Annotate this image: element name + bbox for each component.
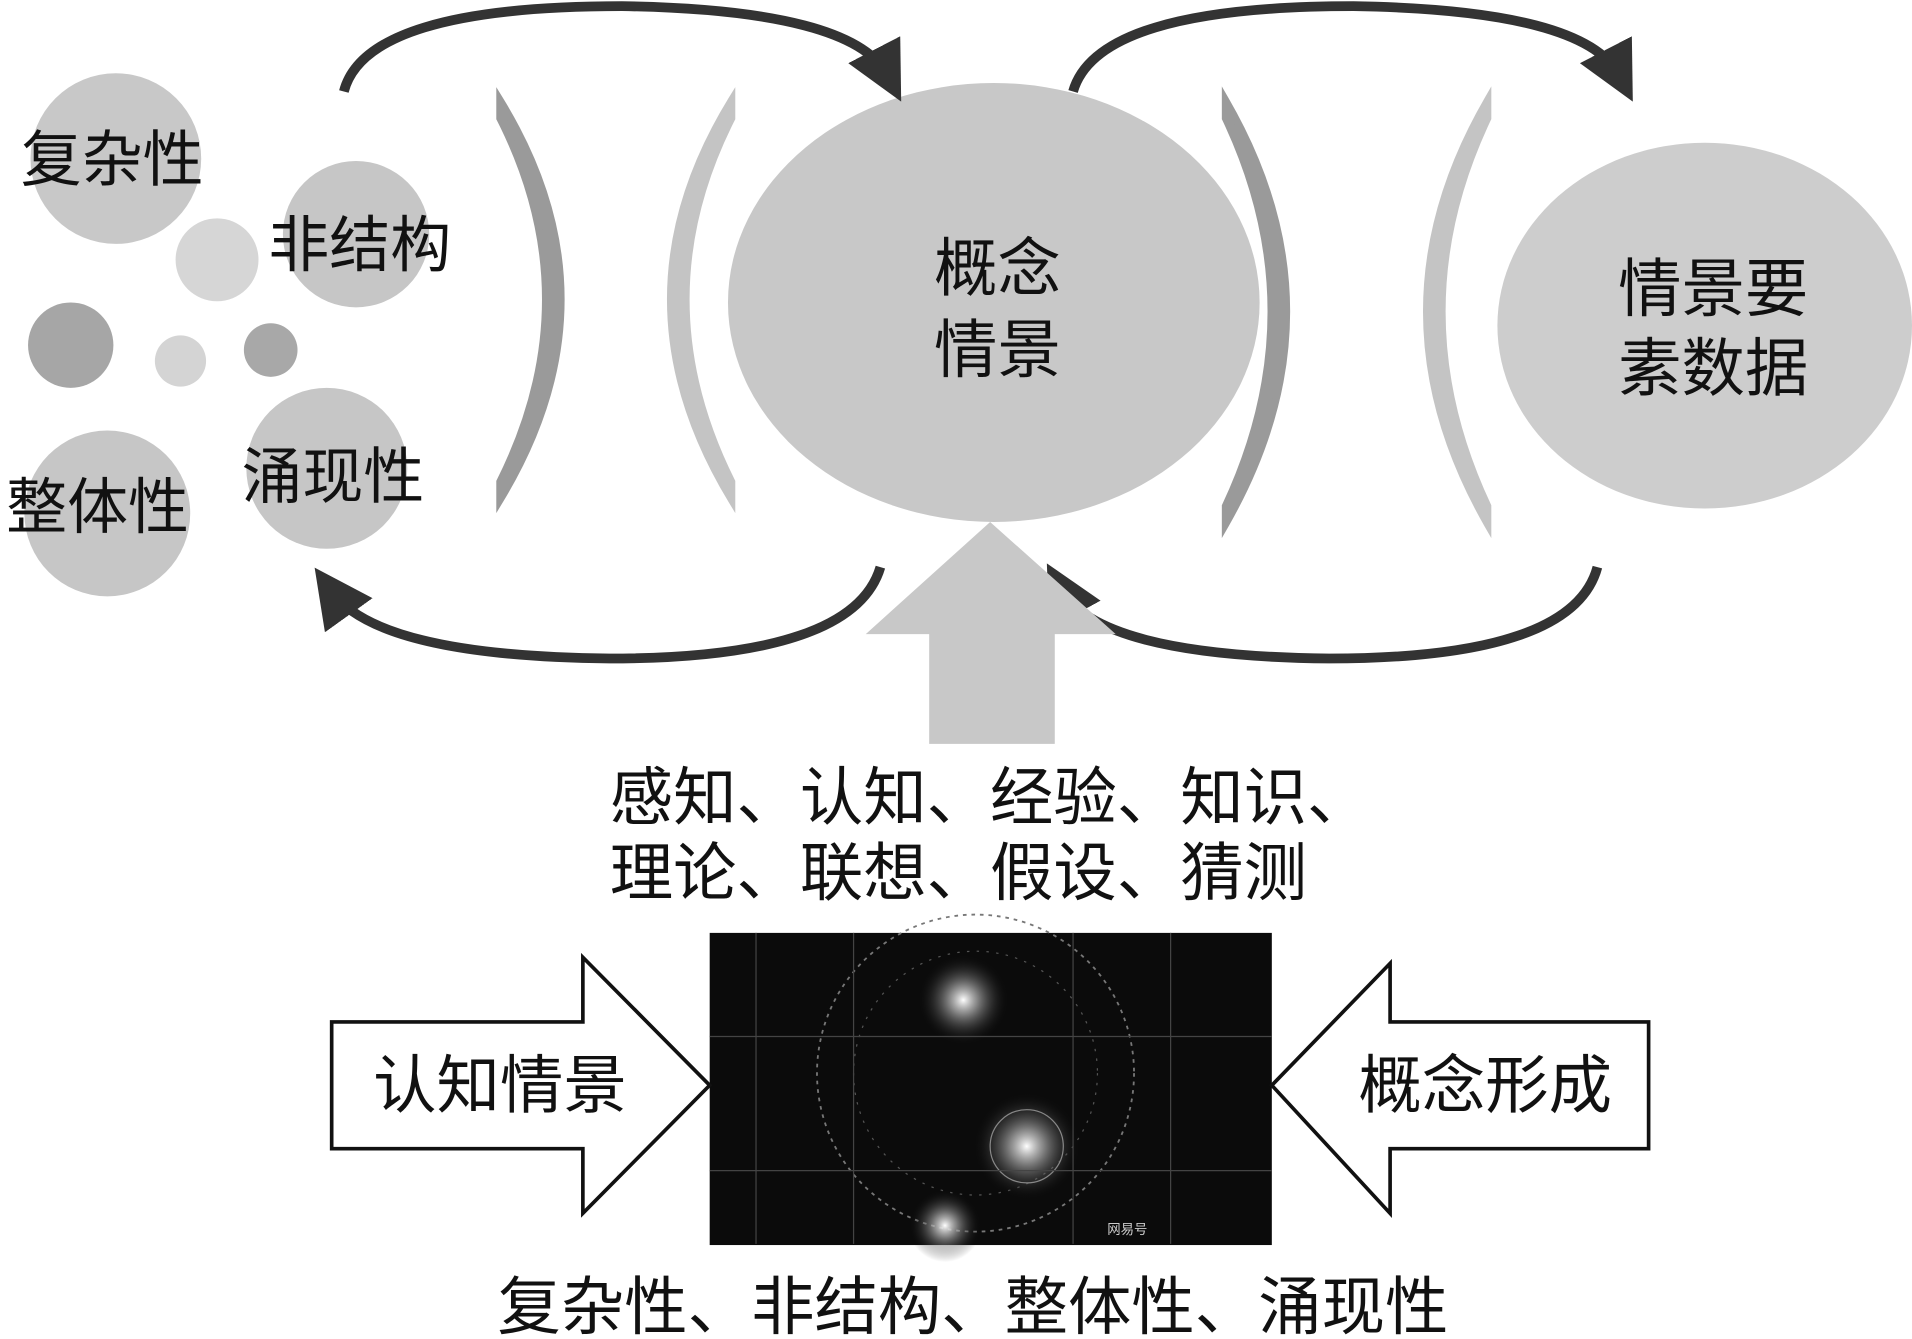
photo-watermark: 网易号 <box>1107 1223 1147 1238</box>
right-arrow-label: 概念形成 <box>1358 1048 1612 1122</box>
unstructured-circle <box>282 161 430 308</box>
bottom-caption: 复杂性、非结构、整体性、涌现性 <box>498 1270 1449 1339</box>
left-circle-cluster: 复杂性 非结构 涌现性 整体性 <box>6 73 451 597</box>
concept-scene-line1: 概念 <box>934 231 1061 305</box>
scene-elements-ellipse <box>1497 142 1912 509</box>
unstructured-label: 非结构 <box>268 210 451 281</box>
up-arrow <box>865 521 1116 744</box>
concept-photo: 网易号 <box>709 913 1272 1263</box>
right-block-arrow <box>1269 958 1651 1219</box>
curved-arrow-bottom-right <box>1046 563 1603 664</box>
small-circle <box>154 335 207 387</box>
curved-arrow-top-left <box>339 1 902 102</box>
small-dark-circle <box>243 323 298 377</box>
concept-scene-ellipse <box>727 82 1260 522</box>
emergence-label: 涌现性 <box>241 442 424 513</box>
bracket-dark-2 <box>1221 86 1291 539</box>
emergence-circle <box>246 387 408 549</box>
complexity-circle <box>30 73 202 244</box>
left-arrow-label: 认知情景 <box>373 1048 627 1122</box>
curved-arrow-top-right <box>1068 1 1633 102</box>
concept-scene-line2: 情景 <box>934 313 1061 387</box>
bracket-light-2 <box>1423 86 1492 539</box>
holism-label: 整体性 <box>6 472 189 543</box>
bracket-dark-1 <box>496 87 565 514</box>
curved-arrow-bottom-left <box>314 565 886 664</box>
inputs-line1: 感知、认知、经验、知识、 <box>610 760 1371 834</box>
holism-circle <box>24 430 191 597</box>
inputs-line2: 理论、联想、假设、猜测 <box>610 836 1307 910</box>
small-circle <box>175 218 259 302</box>
left-block-arrow <box>329 952 713 1218</box>
complexity-label: 复杂性 <box>21 125 204 196</box>
scene-elements-line1: 情景要 <box>1618 252 1808 326</box>
bracket-light-1 <box>667 87 736 514</box>
scene-elements-line2: 素数据 <box>1618 331 1808 405</box>
small-dark-circle <box>28 302 114 388</box>
